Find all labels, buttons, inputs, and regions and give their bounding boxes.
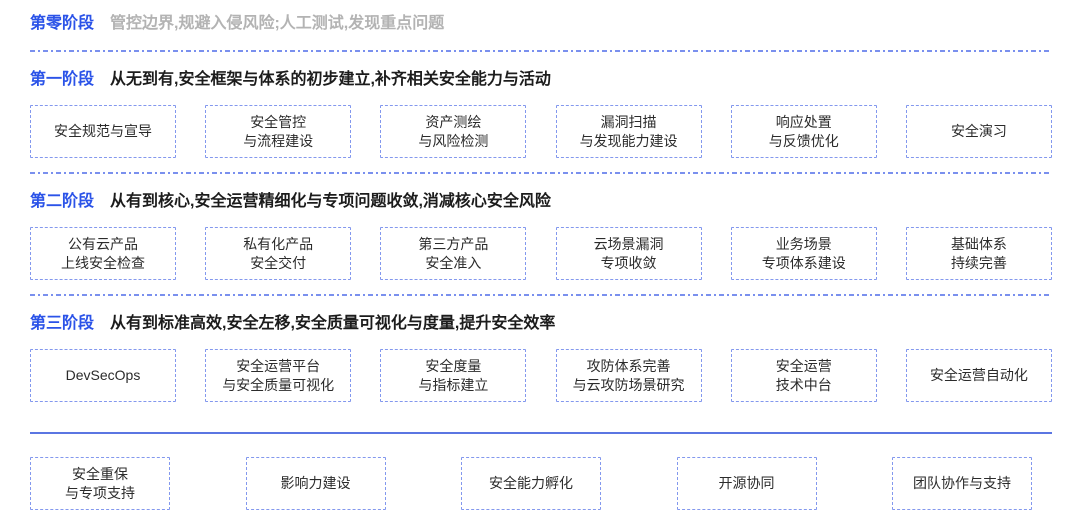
capability-box: 安全度量与指标建立	[380, 349, 527, 402]
capability-box-label: 攻防体系完善	[586, 357, 671, 374]
capability-box-label: 第三方产品	[418, 235, 489, 252]
capability-box: 私有化产品安全交付	[205, 227, 352, 280]
capability-box: 公有云产品上线安全检查	[30, 227, 176, 280]
dashed-separator	[30, 172, 1052, 174]
stage-header: 第零阶段管控边界,规避入侵风险;人工测试,发现重点问题	[30, 12, 1052, 36]
capability-box-label: DevSecOps	[65, 367, 141, 383]
capability-box: 开源协同	[676, 457, 817, 510]
capability-box: DevSecOps	[30, 349, 176, 402]
capability-box: 安全运营平台与安全质量可视化	[205, 349, 352, 402]
capability-box-label: 漏洞扫描	[600, 113, 657, 130]
capability-box-label: 与指标建立	[418, 376, 489, 393]
capability-box-label: 团队协作与支持	[913, 475, 1011, 491]
capability-box: 安全能力孵化	[461, 457, 601, 510]
stage-label: 第三阶段	[30, 315, 95, 332]
stage-label: 第零阶段	[30, 15, 95, 32]
capability-box-label: 技术中台	[775, 376, 832, 393]
capability-box-label: 公有云产品	[68, 235, 138, 252]
capability-box: 安全演习	[905, 105, 1052, 158]
capability-row: 安全规范与宣导安全管控与流程建设资产测绘与风险检测漏洞扫描与发现能力建设响应处置…	[30, 105, 1052, 158]
capability-row: 公有云产品上线安全检查私有化产品安全交付第三方产品安全准入云场景漏洞专项收敛业务…	[30, 227, 1052, 280]
capability-box-label: 安全能力孵化	[489, 475, 573, 491]
dashed-separator	[30, 294, 1052, 296]
capability-box-label: 持续完善	[950, 254, 1007, 271]
capability-box-label: 业务场景	[775, 235, 832, 252]
stage-header: 第二阶段从有到核心,安全运营精细化与专项问题收敛,消减核心安全风险	[30, 190, 1052, 214]
capability-box: 漏洞扫描与发现能力建设	[555, 105, 702, 158]
capability-box-label: 安全运营平台	[236, 357, 321, 374]
capability-box-label: 专项体系建设	[761, 254, 846, 271]
stage-section-0: 第零阶段管控边界,规避入侵风险;人工测试,发现重点问题	[30, 12, 1052, 52]
capability-box-label: 上线安全检查	[61, 254, 145, 271]
capability-box-label: 与发现能力建设	[579, 132, 678, 149]
capability-box-label: 安全管控	[250, 113, 307, 130]
capability-box-label: 专项收敛	[600, 254, 657, 271]
capability-box: 安全重保与专项支持	[30, 457, 170, 510]
stage-description: 管控边界,规避入侵风险;人工测试,发现重点问题	[110, 15, 445, 32]
capability-box-label: 安全重保	[72, 465, 128, 482]
capability-box: 影响力建设	[245, 457, 386, 510]
capability-box-label: 与风险检测	[418, 132, 489, 149]
stage-section-3: 第三阶段从有到标准高效,安全左移,安全质量可视化与度量,提升安全效率 DevSec…	[30, 312, 1052, 402]
stage-description: 从无到有,安全框架与体系的初步建立,补齐相关安全能力与活动	[110, 71, 551, 88]
capability-box-label: 与反馈优化	[768, 132, 839, 149]
stage-description: 从有到核心,安全运营精细化与专项问题收敛,消减核心安全风险	[110, 193, 551, 210]
capability-box-label: 安全准入	[425, 254, 482, 271]
capability-box: 第三方产品安全准入	[380, 227, 527, 280]
capability-box: 安全运营技术中台	[730, 349, 877, 402]
stage-section-1: 第一阶段从无到有,安全框架与体系的初步建立,补齐相关安全能力与活动安全规范与宣导…	[30, 68, 1052, 174]
capability-box: 安全管控与流程建设	[205, 105, 352, 158]
capability-box-label: 影响力建设	[280, 475, 351, 491]
stage-label: 第二阶段	[30, 193, 95, 210]
stage-section-2: 第二阶段从有到核心,安全运营精细化与专项问题收敛,消减核心安全风险公有云产品上线…	[30, 190, 1052, 296]
capability-box-label: 与安全质量可视化	[222, 376, 335, 393]
stage-header: 第一阶段从无到有,安全框架与体系的初步建立,补齐相关安全能力与活动	[30, 68, 1052, 92]
capability-box-label: 与专项支持	[65, 484, 135, 501]
capability-box: 攻防体系完善与云攻防场景研究	[555, 349, 702, 402]
capability-box: 资产测绘与风险检测	[380, 105, 527, 158]
capability-box: 业务场景专项体系建设	[730, 227, 877, 280]
capability-box-label: 资产测绘	[425, 113, 482, 130]
stage-header: 第三阶段从有到标准高效,安全左移,安全质量可视化与度量,提升安全效率	[30, 312, 1052, 336]
dashed-separator	[30, 50, 1052, 52]
capability-box: 团队协作与支持	[892, 457, 1032, 510]
capability-box-label: 安全度量	[425, 357, 482, 374]
support-row: 安全重保与专项支持 影响力建设 安全能力孵化 开源协同 团队协作与支持	[30, 457, 1052, 510]
capability-box-label: 开源协同	[718, 475, 775, 491]
capability-box-label: 云场景漏洞	[593, 235, 664, 252]
capability-box-label: 安全交付	[250, 254, 307, 271]
capability-box-label: 安全运营自动化	[929, 367, 1028, 383]
capability-box: 响应处置与反馈优化	[730, 105, 877, 158]
capability-box: 云场景漏洞专项收敛	[555, 227, 702, 280]
capability-box-label: 与流程建设	[243, 132, 314, 149]
capability-box-label: 与云攻防场景研究	[572, 376, 685, 393]
capability-box-label: 响应处置	[775, 113, 832, 130]
stage-description: 从有到标准高效,安全左移,安全质量可视化与度量,提升安全效率	[110, 315, 556, 332]
capability-box-label: 基础体系	[950, 235, 1007, 252]
capability-box-label: 安全演习	[950, 123, 1007, 139]
capability-box-label: 安全运营	[775, 357, 832, 374]
capability-box: 安全规范与宣导	[30, 105, 176, 158]
capability-box: 基础体系持续完善	[905, 227, 1052, 280]
capability-box: 安全运营自动化	[905, 349, 1052, 402]
capability-box-label: 安全规范与宣导	[54, 123, 152, 139]
solid-divider-line	[30, 432, 1052, 434]
capability-box-label: 私有化产品	[243, 235, 314, 252]
stage-label: 第一阶段	[30, 71, 95, 88]
